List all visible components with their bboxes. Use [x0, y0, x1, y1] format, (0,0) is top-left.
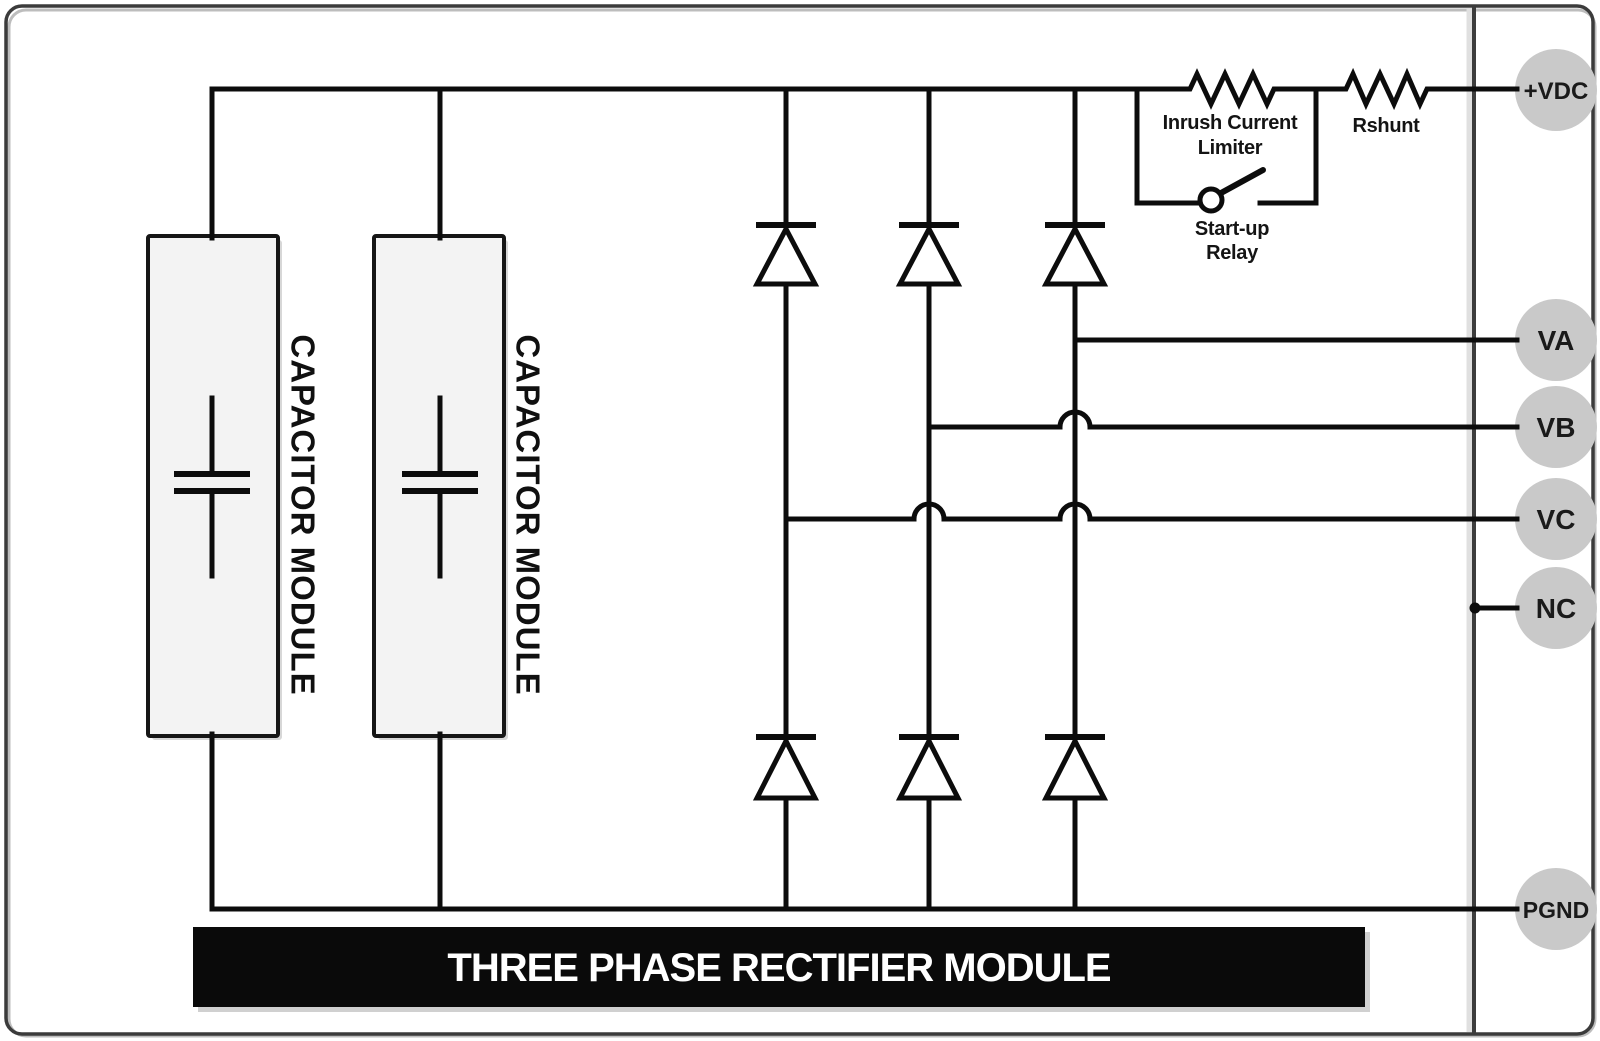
terminal-label-va: VA: [1538, 325, 1575, 356]
rshunt-label: Rshunt: [1352, 115, 1420, 137]
diode-top-1: [752, 222, 820, 287]
capacitor-symbol-1: [174, 395, 250, 579]
wire-relay-branch-right: [1257, 86, 1319, 206]
capacitor-module-2-box: [372, 234, 506, 738]
capacitor-module-1-box: [146, 234, 280, 738]
diode-bottom-2: [895, 734, 963, 801]
terminal-va: [1515, 299, 1597, 381]
capacitor-module-1-label: CAPACITOR MODULE: [285, 334, 322, 695]
terminal-label-pgnd: PGND: [1523, 897, 1589, 923]
terminal-pad-vb: [1515, 386, 1597, 468]
terminal-nc: [1515, 567, 1597, 649]
capacitor-symbol-2: [402, 395, 478, 579]
diode-bottom-3: [1041, 734, 1109, 801]
relay-lever-icon: [1218, 167, 1266, 196]
terminal-pad-vdc: [1515, 49, 1597, 131]
diode-bottom-1: [752, 734, 820, 801]
terminal-vdc: [1515, 49, 1597, 131]
startup-relay-label-line1: Start-up: [1195, 218, 1269, 240]
terminal-pad-nc: [1515, 567, 1597, 649]
module-banner-title: THREE PHASE RECTIFIER MODULE: [447, 946, 1110, 990]
terminal-pad-pgnd: [1515, 868, 1597, 950]
inrush-limiter-label-line1: Inrush Current: [1163, 112, 1298, 134]
terminal-label-vb: VB: [1537, 412, 1576, 443]
terminal-pad-vc: [1515, 478, 1597, 560]
terminal-label-vc: VC: [1537, 504, 1576, 535]
terminal-pgnd: [1515, 868, 1597, 950]
wire-relay-branch-left: [1134, 86, 1203, 206]
diode-top-2: [895, 222, 963, 287]
startup-relay-label-line2: Relay: [1206, 242, 1259, 264]
terminal-label-vdc: +VDC: [1524, 78, 1589, 105]
wire-vb: [926, 409, 1520, 430]
terminal-label-nc: NC: [1536, 593, 1576, 624]
terminal-vc: [1515, 478, 1597, 560]
relay-pivot-icon: [1197, 186, 1225, 214]
terminal-vb: [1515, 386, 1597, 468]
terminal-pad-va: [1515, 299, 1597, 381]
wire-vdc-bus: [209, 67, 1520, 111]
capacitor-module-2-label: CAPACITOR MODULE: [510, 334, 547, 695]
diode-top-3: [1041, 222, 1109, 287]
nc-stub-dot: [1469, 602, 1481, 614]
inrush-limiter-label-line2: Limiter: [1198, 137, 1263, 159]
module-banner: [193, 927, 1365, 1007]
wire-vc: [783, 501, 1520, 522]
